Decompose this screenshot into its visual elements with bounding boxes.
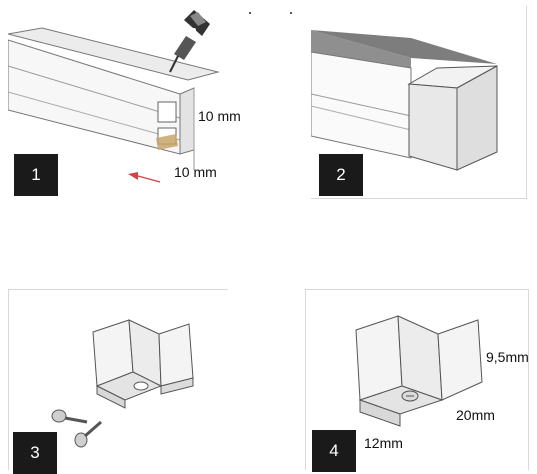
cut-profile-illustration xyxy=(8,10,220,183)
clip-depth-label: 20mm xyxy=(456,407,495,423)
step-1-badge: 1 xyxy=(14,154,58,196)
step-4-badge: 4 xyxy=(312,430,356,472)
marker-dot xyxy=(290,12,292,14)
height-label: 10 mm xyxy=(198,108,241,124)
step-1-panel: 10 mm 10 mm 1 xyxy=(8,6,251,198)
step-2-panel: 2 xyxy=(311,6,527,199)
clip-width-label: 12mm xyxy=(364,435,403,451)
step-3-panel: 3 xyxy=(8,289,228,474)
clip-dimensions-illustration xyxy=(355,315,483,427)
step-2-badge: 2 xyxy=(319,154,363,196)
mounting-clip-illustration xyxy=(51,319,194,448)
clip-height-label: 9,5mm xyxy=(486,349,529,365)
width-label: 10 mm xyxy=(174,164,217,180)
screw-icon xyxy=(51,409,102,448)
cutter-knife-icon xyxy=(169,10,210,73)
step-3-badge: 3 xyxy=(13,432,57,474)
step-4-panel: 9,5mm 20mm 12mm 4 xyxy=(305,289,529,472)
end-cap-illustration xyxy=(311,30,498,171)
